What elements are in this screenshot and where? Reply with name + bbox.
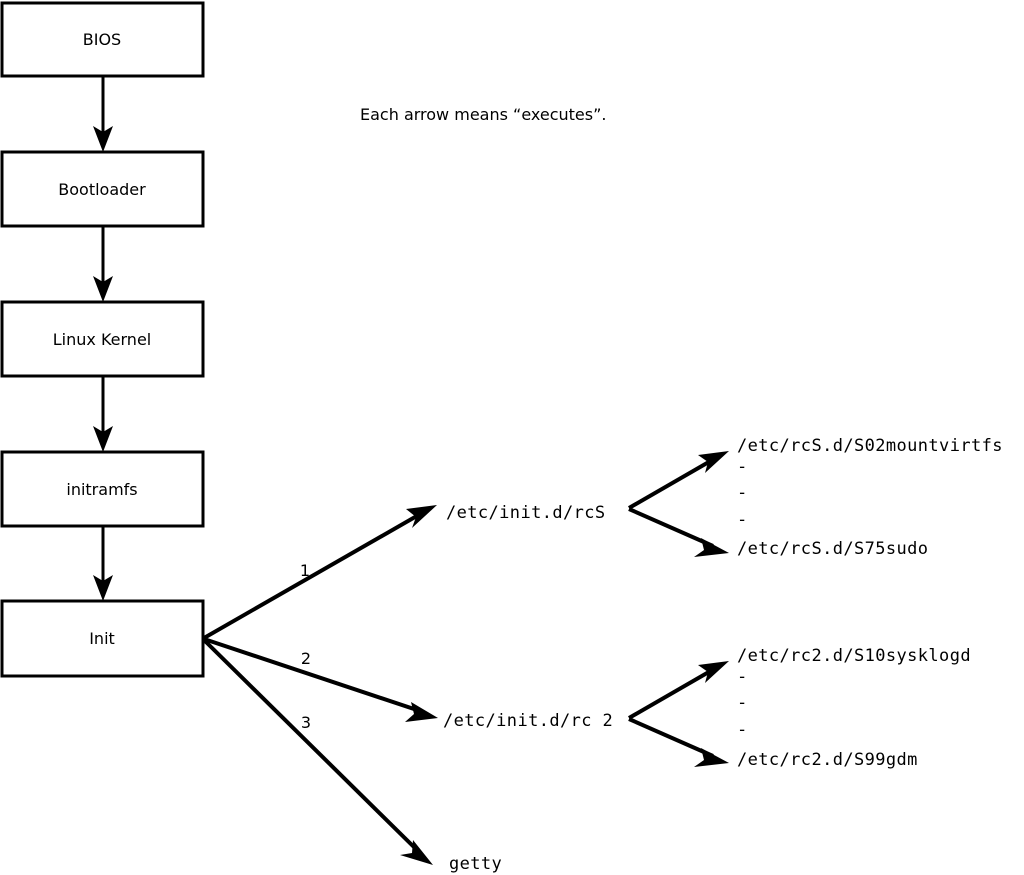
stage-node-bootloader[interactable]: Bootloader	[0, 150, 205, 228]
rcs-ellipsis-dash-2: -	[737, 483, 747, 503]
stage-node-bios[interactable]: BIOS	[0, 1, 205, 78]
rcs-script-first: /etc/rcS.d/S02mountvirtfs	[737, 436, 1003, 456]
stage-node-initramfs[interactable]: initramfs	[0, 450, 205, 528]
branch-number-3: 3	[301, 713, 311, 732]
arrow-bios-to-bootloader	[93, 76, 113, 152]
branch-label-rcs: /etc/init.d/rcS	[446, 503, 606, 523]
stage-label-kernel: Linux Kernel	[53, 330, 151, 349]
stage-label-bootloader: Bootloader	[58, 180, 146, 199]
rc2-ellipsis-dash-1: -	[737, 667, 747, 687]
arrow-rcs-to-last-script	[628, 507, 729, 557]
branch-label-getty: getty	[449, 854, 502, 874]
branch-number-1: 1	[300, 561, 310, 580]
diagram-note: Each arrow means “executes”.	[360, 105, 606, 124]
branch-label-rc2: /etc/init.d/rc 2	[443, 711, 613, 731]
stage-box-bios[interactable]	[0, 1, 205, 78]
rcs-ellipsis-dash-3: -	[737, 510, 747, 530]
rcs-script-last: /etc/rcS.d/S75sudo	[737, 539, 928, 559]
arrow-initramfs-to-init	[93, 526, 113, 601]
branch-number-2: 2	[301, 649, 311, 668]
stage-label-bios: BIOS	[83, 30, 121, 49]
arrow-init-branch-3	[202, 638, 433, 865]
rc2-script-first: /etc/rc2.d/S10sysklogd	[737, 646, 971, 666]
stage-label-init: Init	[89, 629, 115, 648]
arrow-rc2-to-last-script	[628, 717, 729, 767]
stage-label-initramfs: initramfs	[66, 480, 137, 499]
rc2-script-last: /etc/rc2.d/S99gdm	[737, 750, 918, 770]
stage-box-bootloader[interactable]	[0, 150, 205, 228]
stage-box-initramfs[interactable]	[0, 450, 205, 528]
arrow-init-branch-2	[203, 637, 438, 722]
rc2-ellipsis-dash-3: -	[737, 720, 747, 740]
arrow-init-branch-1	[203, 505, 437, 640]
arrow-rc2-to-first-script	[628, 661, 729, 720]
stage-node-kernel[interactable]: Linux Kernel	[0, 300, 205, 378]
stage-node-init[interactable]: Init	[0, 599, 205, 678]
rcs-ellipsis-dash-1: -	[737, 457, 747, 477]
arrow-bootloader-to-kernel	[93, 226, 113, 302]
arrow-kernel-to-initramfs	[93, 376, 113, 452]
stage-box-init[interactable]	[0, 599, 205, 678]
rc2-ellipsis-dash-2: -	[737, 693, 747, 713]
arrow-rcs-to-first-script	[628, 451, 729, 510]
